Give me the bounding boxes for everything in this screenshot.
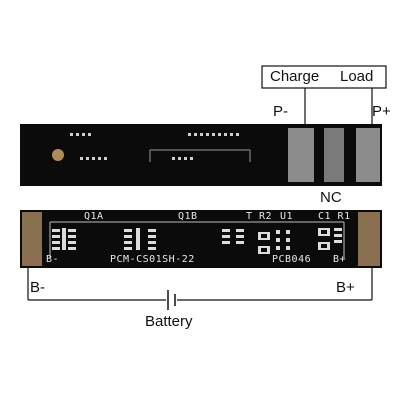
- b-minus-label: B-: [30, 279, 45, 296]
- pad-nc: [324, 128, 344, 182]
- pad-b-minus: [22, 212, 42, 266]
- nc-label: NC: [320, 189, 342, 206]
- ic-footprint: [222, 229, 244, 244]
- passive-components: [258, 228, 342, 254]
- pad-b-plus: [358, 212, 380, 266]
- mounting-hole: [52, 149, 64, 161]
- silk-t-r2: T R2: [246, 211, 273, 222]
- silk-c1-r1: C1 R1: [318, 211, 351, 222]
- bottom-silk-outline: [49, 221, 345, 258]
- battery-label: Battery: [145, 313, 193, 330]
- top-silk-lines: [149, 149, 251, 162]
- silk-q1a: Q1A: [84, 211, 104, 222]
- charge-label: Charge: [270, 68, 320, 85]
- top-components: [70, 133, 239, 160]
- silk-b-minus: B-: [46, 254, 60, 265]
- silk-u1: U1: [280, 211, 294, 222]
- silk-q1b: Q1B: [178, 211, 198, 222]
- silk-model: PCM-CS01SH-22: [110, 254, 195, 265]
- silk-pcb: PCB046: [272, 254, 312, 265]
- charge-load-box: [261, 65, 387, 89]
- silk-b-plus: B+: [333, 254, 347, 265]
- mosfet-q1b: [124, 228, 156, 250]
- b-plus-label: B+: [336, 279, 355, 296]
- pad-p-minus: [288, 128, 314, 182]
- mosfet-q1a: [52, 228, 76, 250]
- p-plus-label: P+: [372, 103, 391, 120]
- bottom-board: [20, 210, 382, 268]
- load-label: Load: [340, 68, 374, 85]
- pad-p-plus: [356, 128, 380, 182]
- p-minus-label: P-: [273, 103, 288, 120]
